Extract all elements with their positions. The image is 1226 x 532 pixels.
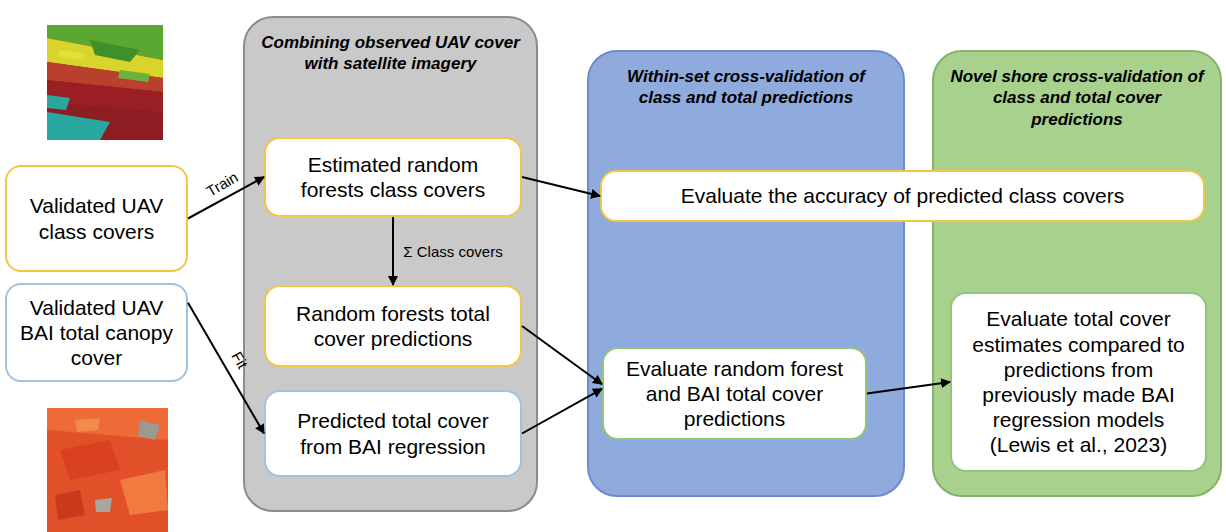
evaluation-box: Evaluate total cover estimates compared … [950, 292, 1207, 472]
box-text: Estimated random forests class covers [276, 152, 510, 202]
process-box: Predicted total cover from BAI regressio… [264, 390, 522, 477]
process-box: Random forests total cover predictions [264, 285, 522, 367]
process-box: Estimated random forests class covers [264, 137, 522, 217]
bai-cover-map [47, 408, 168, 532]
panel-heading: Combining observed UAV cover with satell… [245, 18, 536, 75]
arrow-label: Σ Class covers [403, 243, 502, 260]
box-text: Predicted total cover from BAI regressio… [276, 408, 510, 458]
panel-heading: Within-set cross-validation of class and… [589, 52, 903, 109]
box-text: Evaluate the accuracy of predicted class… [681, 183, 1125, 208]
stage-panel: Within-set cross-validation of class and… [587, 50, 905, 497]
evaluation-box: Evaluate random forest and BAI total cov… [602, 347, 867, 440]
box-text: Evaluate random forest and BAI total cov… [614, 356, 855, 432]
box-text: Validated UAV BAI total canopy cover [17, 295, 176, 371]
class-cover-map [47, 25, 163, 140]
box-text: Random forests total cover predictions [276, 301, 510, 351]
panel-heading: Novel shore cross-validation of class an… [934, 52, 1220, 130]
input-box: Validated UAV BAI total canopy cover [5, 283, 188, 382]
input-box: Validated UAV class covers [5, 165, 188, 272]
stage-panel: Combining observed UAV cover with satell… [243, 16, 538, 512]
evaluation-box: Evaluate the accuracy of predicted class… [600, 170, 1205, 222]
arrow-label: Train [203, 168, 241, 200]
stage-panel: Novel shore cross-validation of class an… [932, 50, 1222, 497]
box-text: Validated UAV class covers [17, 193, 176, 243]
box-text: Evaluate total cover estimates compared … [962, 306, 1195, 457]
